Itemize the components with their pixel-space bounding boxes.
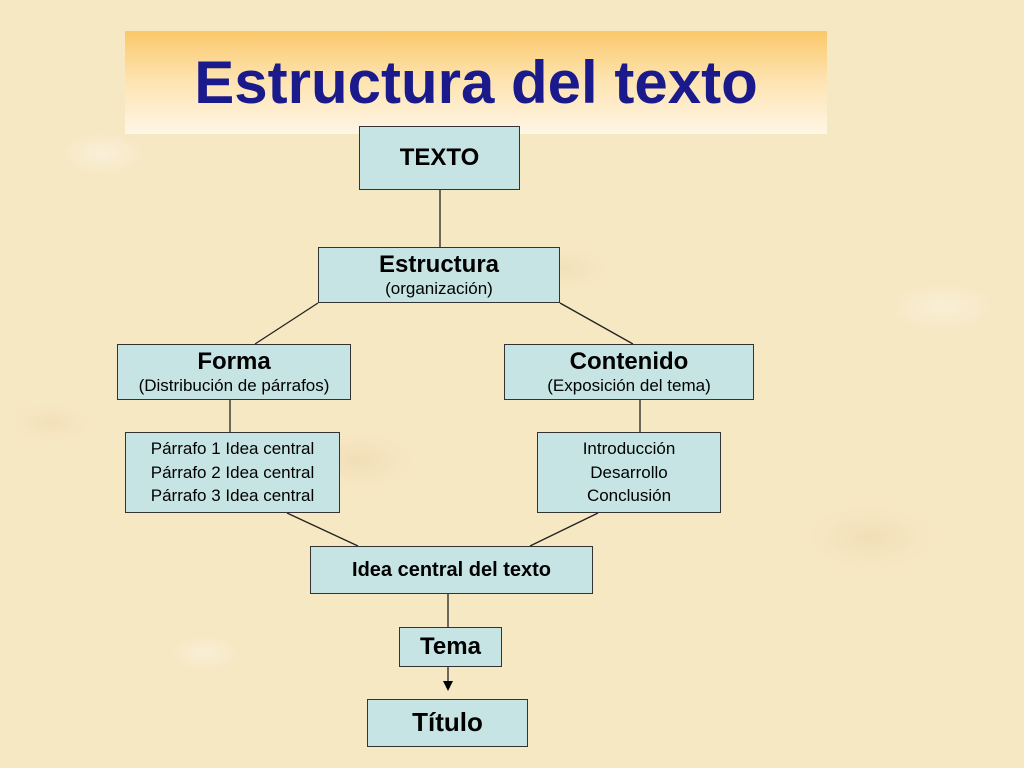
node-idea-central-label: Idea central del texto bbox=[352, 558, 551, 581]
node-partes-line-1: Introducción bbox=[582, 438, 676, 458]
node-contenido-sub: (Exposición del tema) bbox=[547, 375, 711, 395]
node-partes-line-2: Desarrollo bbox=[590, 462, 668, 482]
node-parrafos-line-3: Párrafo 3 Idea central bbox=[150, 486, 315, 506]
node-forma-label: Forma bbox=[197, 348, 271, 375]
node-texto: TEXTO bbox=[359, 126, 520, 190]
title-banner: Estructura del texto bbox=[125, 31, 827, 134]
node-forma-sub: (Distribución de párrafos) bbox=[138, 375, 330, 395]
slide-title: Estructura del texto bbox=[194, 49, 758, 116]
node-estructura-sub: (organización) bbox=[385, 278, 493, 298]
node-tema-label: Tema bbox=[420, 633, 481, 661]
node-tema: Tema bbox=[399, 627, 502, 667]
node-parrafos-line-1: Párrafo 1 Idea central bbox=[150, 438, 315, 458]
node-parrafos: Párrafo 1 Idea central Párrafo 2 Idea ce… bbox=[125, 432, 340, 513]
node-texto-label: TEXTO bbox=[399, 144, 480, 172]
node-estructura-label: Estructura bbox=[378, 251, 500, 278]
connector-estructura-contenido bbox=[559, 302, 634, 345]
node-contenido: Contenido (Exposición del tema) bbox=[504, 344, 754, 400]
connector-parrafos-idea bbox=[286, 512, 359, 547]
node-partes-line-3: Conclusión bbox=[586, 486, 672, 506]
connector-estructura-forma bbox=[254, 302, 319, 345]
node-idea-central: Idea central del texto bbox=[310, 546, 593, 594]
node-parrafos-line-2: Párrafo 2 Idea central bbox=[150, 462, 315, 482]
node-forma: Forma (Distribución de párrafos) bbox=[117, 344, 351, 400]
node-titulo: Título bbox=[367, 699, 528, 747]
connector-partes-idea bbox=[529, 512, 599, 547]
node-partes: Introducción Desarrollo Conclusión bbox=[537, 432, 721, 513]
node-titulo-label: Título bbox=[412, 707, 483, 738]
node-estructura: Estructura (organización) bbox=[318, 247, 560, 303]
node-contenido-label: Contenido bbox=[569, 348, 689, 375]
